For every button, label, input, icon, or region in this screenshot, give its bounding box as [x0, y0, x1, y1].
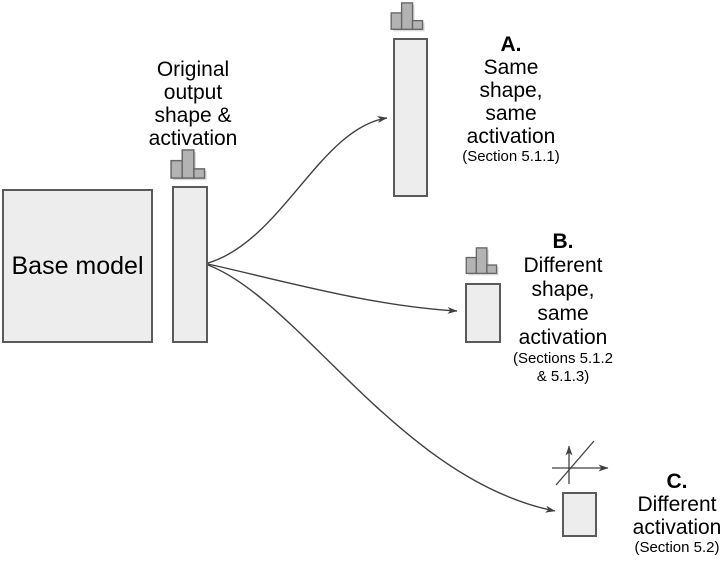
histogram-icon [465, 247, 499, 276]
label-line: shape & [154, 104, 232, 127]
label-line: same [537, 302, 589, 325]
histogram-icon [170, 149, 207, 181]
linear-function-line [555, 440, 595, 486]
branch-a-box [393, 38, 428, 197]
branch-c-label: C. Different activation (Section 5.2) [597, 470, 727, 557]
branch-c-section-ref: (Section 5.2) [634, 539, 720, 556]
branch-b-section-ref: (Sections 5.1.2 [512, 350, 614, 367]
arrow-to-branch-b [207, 263, 458, 314]
branch-c-box [562, 492, 597, 537]
histogram-icon [390, 2, 425, 32]
branch-a-label: A. Same shape, same activation (Section … [431, 33, 591, 166]
label-line: output [163, 81, 223, 104]
branch-a-section-ref: (Section 5.1.1) [462, 148, 560, 165]
original-output-label: Original output shape & activation [118, 58, 268, 150]
branch-a-letter: A. [500, 33, 522, 56]
label-line: activation [518, 326, 608, 349]
label-line: Original [156, 58, 230, 81]
label-line: activation [148, 127, 238, 150]
branch-b-box [465, 283, 501, 343]
label-line: shape, [531, 278, 595, 301]
label-line: Same [483, 56, 539, 79]
label-line: activation [466, 125, 556, 148]
label-line: shape, [479, 79, 543, 102]
label-line: same [485, 102, 537, 125]
activation-function-axes-icon [552, 440, 609, 486]
label-line: activation [632, 516, 722, 539]
label-line: Different [637, 493, 717, 516]
original-output-box [172, 186, 208, 343]
branch-b-label: B. Different shape, same activation (Sec… [483, 230, 643, 386]
base-model-label: Base model [11, 251, 144, 280]
base-model-box: Base model [2, 189, 153, 343]
branch-c-letter: C. [666, 470, 688, 493]
label-line: Different [523, 254, 603, 277]
branch-b-letter: B. [552, 230, 574, 253]
branch-b-section-ref: & 5.1.3) [536, 368, 590, 385]
